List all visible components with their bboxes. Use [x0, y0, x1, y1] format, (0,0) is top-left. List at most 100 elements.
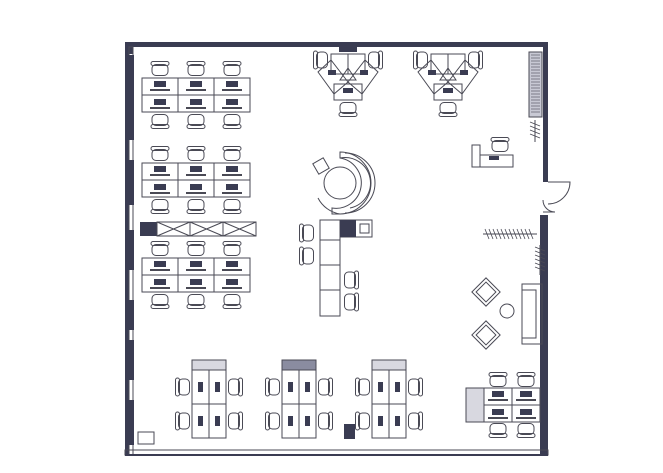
chair [355, 377, 370, 397]
chair-seat [187, 114, 205, 126]
chair [516, 423, 536, 438]
monitor-icon [305, 382, 310, 392]
monitor-icon [154, 184, 166, 190]
hanger [529, 121, 541, 127]
hanger [524, 228, 530, 240]
chair-back [488, 372, 508, 377]
counter [319, 219, 341, 317]
chair [186, 61, 206, 76]
wall-column [125, 160, 134, 205]
chair [265, 377, 280, 397]
chair-back [186, 304, 206, 309]
workstation-pod [413, 50, 483, 117]
wall-column [339, 42, 357, 52]
chair [150, 61, 170, 76]
desk-cluster [355, 359, 423, 439]
monitor-icon [395, 416, 400, 426]
chair-back [238, 411, 243, 431]
chair-seat [368, 51, 380, 69]
desk-cluster [265, 359, 333, 439]
hanger [534, 250, 546, 256]
chair [516, 372, 536, 387]
chair [468, 50, 483, 70]
armchair [471, 320, 501, 350]
shelf-cross [222, 221, 257, 237]
chair-seat [228, 378, 240, 396]
desk [213, 274, 251, 293]
chair-seat [223, 199, 241, 211]
desk [511, 404, 541, 423]
chair [222, 199, 242, 214]
hanger [534, 266, 546, 272]
shelf [222, 221, 257, 237]
chair-back [516, 372, 536, 377]
chair [299, 246, 314, 266]
entrance-door [542, 181, 571, 213]
door-swing-small [542, 199, 556, 213]
chair-back [150, 304, 170, 309]
chair [150, 114, 170, 129]
chair-seat [151, 244, 169, 256]
armchair-seat [475, 281, 497, 303]
monitor-icon [378, 382, 383, 392]
chair-seat [408, 412, 420, 430]
coffee-table [499, 303, 515, 319]
monitor-icon [190, 166, 202, 172]
chair-back [150, 124, 170, 129]
chair-back [488, 433, 508, 438]
chair [186, 294, 206, 309]
chair-back [355, 377, 360, 397]
chair [175, 377, 190, 397]
door-swing [547, 181, 571, 205]
chair [186, 146, 206, 161]
chair [413, 50, 428, 70]
chair-seat [151, 64, 169, 76]
hanger [496, 228, 502, 240]
chair [313, 50, 328, 70]
chair-seat [358, 412, 370, 430]
chair-back [299, 246, 304, 266]
monitor-icon [226, 184, 238, 190]
monitor-icon [190, 261, 202, 267]
chair-seat [187, 149, 205, 161]
chair [222, 241, 242, 256]
monitor-icon [378, 416, 383, 426]
monitor-icon [215, 416, 220, 426]
hanger [520, 228, 526, 240]
wall-column [125, 300, 134, 330]
monitor-icon [492, 409, 504, 415]
chair [408, 377, 423, 397]
chair-seat [408, 378, 420, 396]
chair-seat [491, 140, 509, 152]
hanger [528, 228, 534, 240]
monitor-icon [190, 81, 202, 87]
chair [490, 137, 510, 152]
chair-seat [223, 294, 241, 306]
storage-unit [191, 359, 227, 371]
reception-counter [299, 219, 373, 317]
chair [150, 241, 170, 256]
hanger [534, 258, 546, 264]
monitor-icon [288, 416, 293, 426]
monitor-icon [226, 99, 238, 105]
monitor-icon [443, 88, 453, 93]
shelf-cross [189, 221, 224, 237]
monitor-icon [154, 81, 166, 87]
chair-seat [223, 244, 241, 256]
chair-seat [318, 412, 330, 430]
monitor-icon [190, 279, 202, 285]
chair [355, 411, 370, 431]
chair [344, 292, 359, 312]
coat-rack [483, 228, 537, 240]
chair-back [313, 50, 318, 70]
wall-column [125, 55, 134, 105]
chair-back [175, 377, 180, 397]
desk [433, 83, 463, 101]
wall-column [125, 230, 134, 270]
chair-seat [178, 378, 190, 396]
chair [222, 146, 242, 161]
chair-back [186, 241, 206, 246]
chair-back [150, 61, 170, 66]
chair-seat [344, 293, 356, 311]
counter-dark-section [340, 220, 356, 237]
